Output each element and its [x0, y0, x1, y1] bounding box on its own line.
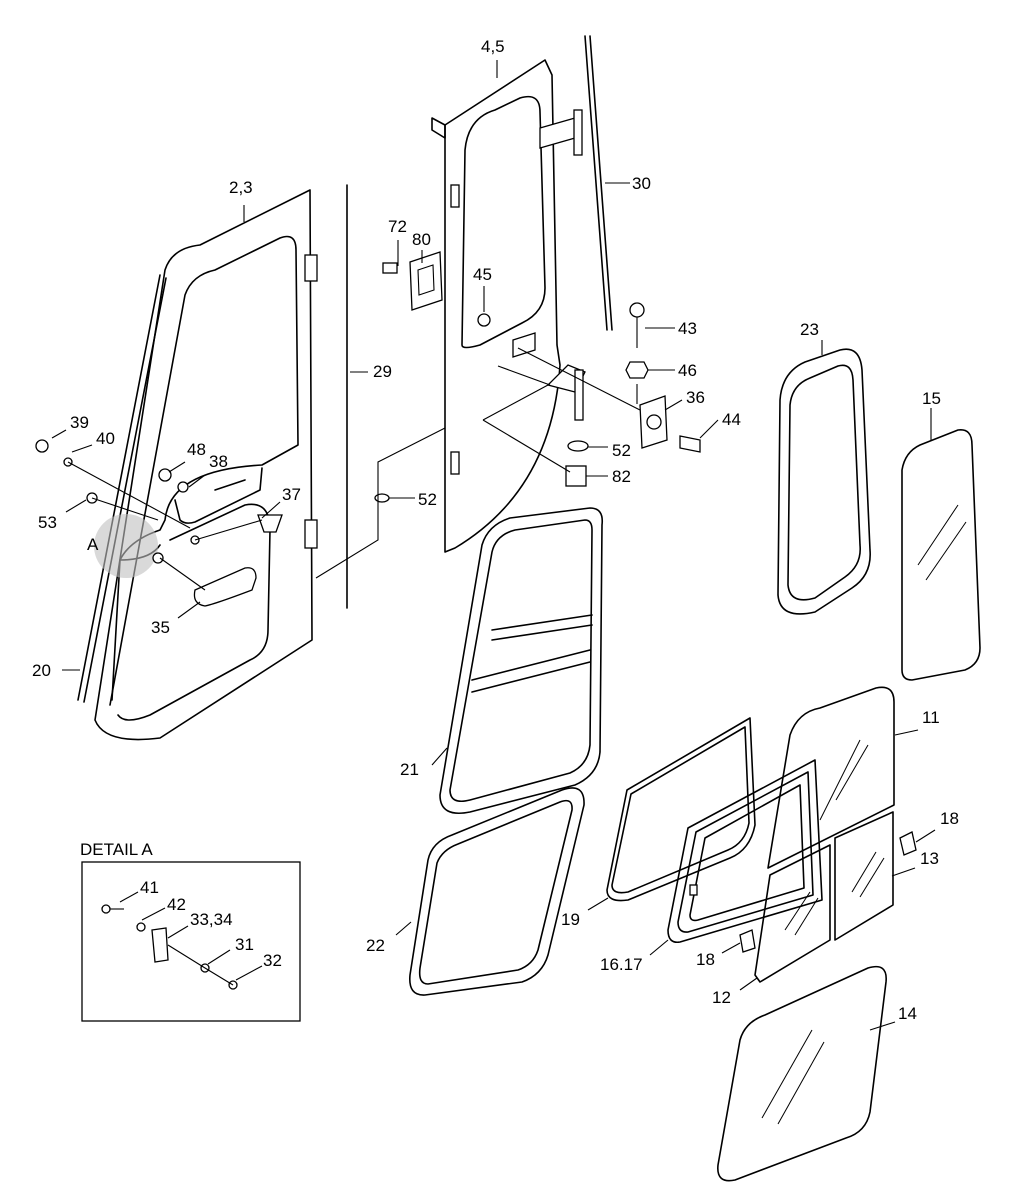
leader-lines — [51, 60, 936, 1031]
handle-35 — [193, 567, 257, 607]
glass-11 — [767, 686, 895, 869]
callout-31: 31 — [235, 935, 254, 954]
detail-a-highlight — [94, 514, 158, 578]
callout-4-5: 4,5 — [481, 37, 505, 56]
callouts: 4,5 30 2,3 72 80 45 43 23 46 29 36 15 44… — [32, 37, 959, 1023]
callout-43: 43 — [678, 319, 697, 338]
seal-22 — [408, 787, 585, 996]
callout-20: 20 — [32, 661, 51, 680]
callout-37: 37 — [282, 485, 301, 504]
callout-72: 72 — [388, 217, 407, 236]
callout-40: 40 — [96, 429, 115, 448]
bracket-72-80 — [382, 251, 443, 311]
callout-44: 44 — [722, 410, 741, 429]
door-panel-2-3 — [94, 189, 313, 741]
callout-38: 38 — [209, 452, 228, 471]
callout-53: 53 — [38, 513, 57, 532]
callout-13: 13 — [920, 849, 939, 868]
hinges-left — [304, 254, 318, 549]
glass-15 — [901, 428, 981, 681]
callout-19: 19 — [561, 910, 580, 929]
clips-18 — [739, 831, 917, 953]
strip-30 — [584, 35, 613, 331]
callout-80: 80 — [412, 230, 431, 249]
glass-12 — [754, 844, 831, 983]
callout-45: 45 — [473, 265, 492, 284]
glass-13 — [834, 811, 894, 941]
frame-16-17 — [667, 759, 823, 944]
callout-82: 82 — [612, 467, 631, 486]
seal-21 — [439, 507, 604, 814]
rod-52-lower — [374, 493, 390, 503]
callout-41: 41 — [140, 878, 159, 897]
detail-a-title: DETAIL A — [80, 840, 153, 859]
callout-18-left: 18 — [696, 950, 715, 969]
callout-42: 42 — [167, 895, 186, 914]
detail-a-labels: DETAIL A 41 42 33,34 31 32 — [80, 840, 282, 970]
parts-center — [477, 313, 589, 487]
callout-32: 32 — [263, 951, 282, 970]
callout-a: A — [87, 535, 99, 554]
callout-12: 12 — [712, 988, 731, 1007]
frame-4-5 — [431, 59, 561, 553]
callout-35: 35 — [151, 618, 170, 637]
callout-52-lower: 52 — [418, 490, 437, 509]
callout-11: 11 — [922, 708, 940, 727]
callout-15: 15 — [922, 389, 941, 408]
callout-14: 14 — [898, 1004, 917, 1023]
detail-a-panel — [81, 861, 301, 1022]
callout-21: 21 — [400, 760, 419, 779]
small-hardware-left — [35, 439, 283, 564]
callout-23: 23 — [800, 320, 819, 339]
hinge-top-frame — [539, 109, 583, 156]
callout-2-3: 2,3 — [229, 178, 253, 197]
callout-22: 22 — [366, 936, 385, 955]
callout-46: 46 — [678, 361, 697, 380]
seal-19 — [606, 717, 756, 902]
callout-30: 30 — [632, 174, 651, 193]
callout-18-right: 18 — [940, 809, 959, 828]
callout-48: 48 — [187, 440, 206, 459]
callout-33-34: 33,34 — [190, 910, 233, 929]
callout-16-17: 16.17 — [600, 955, 643, 974]
latch-36-43-46-44 — [625, 302, 701, 453]
callout-36: 36 — [686, 388, 705, 407]
callout-39: 39 — [70, 413, 89, 432]
callout-29: 29 — [373, 362, 392, 381]
glass-14 — [717, 965, 887, 1182]
callout-52-upper: 52 — [612, 441, 631, 460]
weatherstrip-20 — [77, 274, 167, 703]
seal-23 — [777, 348, 871, 615]
